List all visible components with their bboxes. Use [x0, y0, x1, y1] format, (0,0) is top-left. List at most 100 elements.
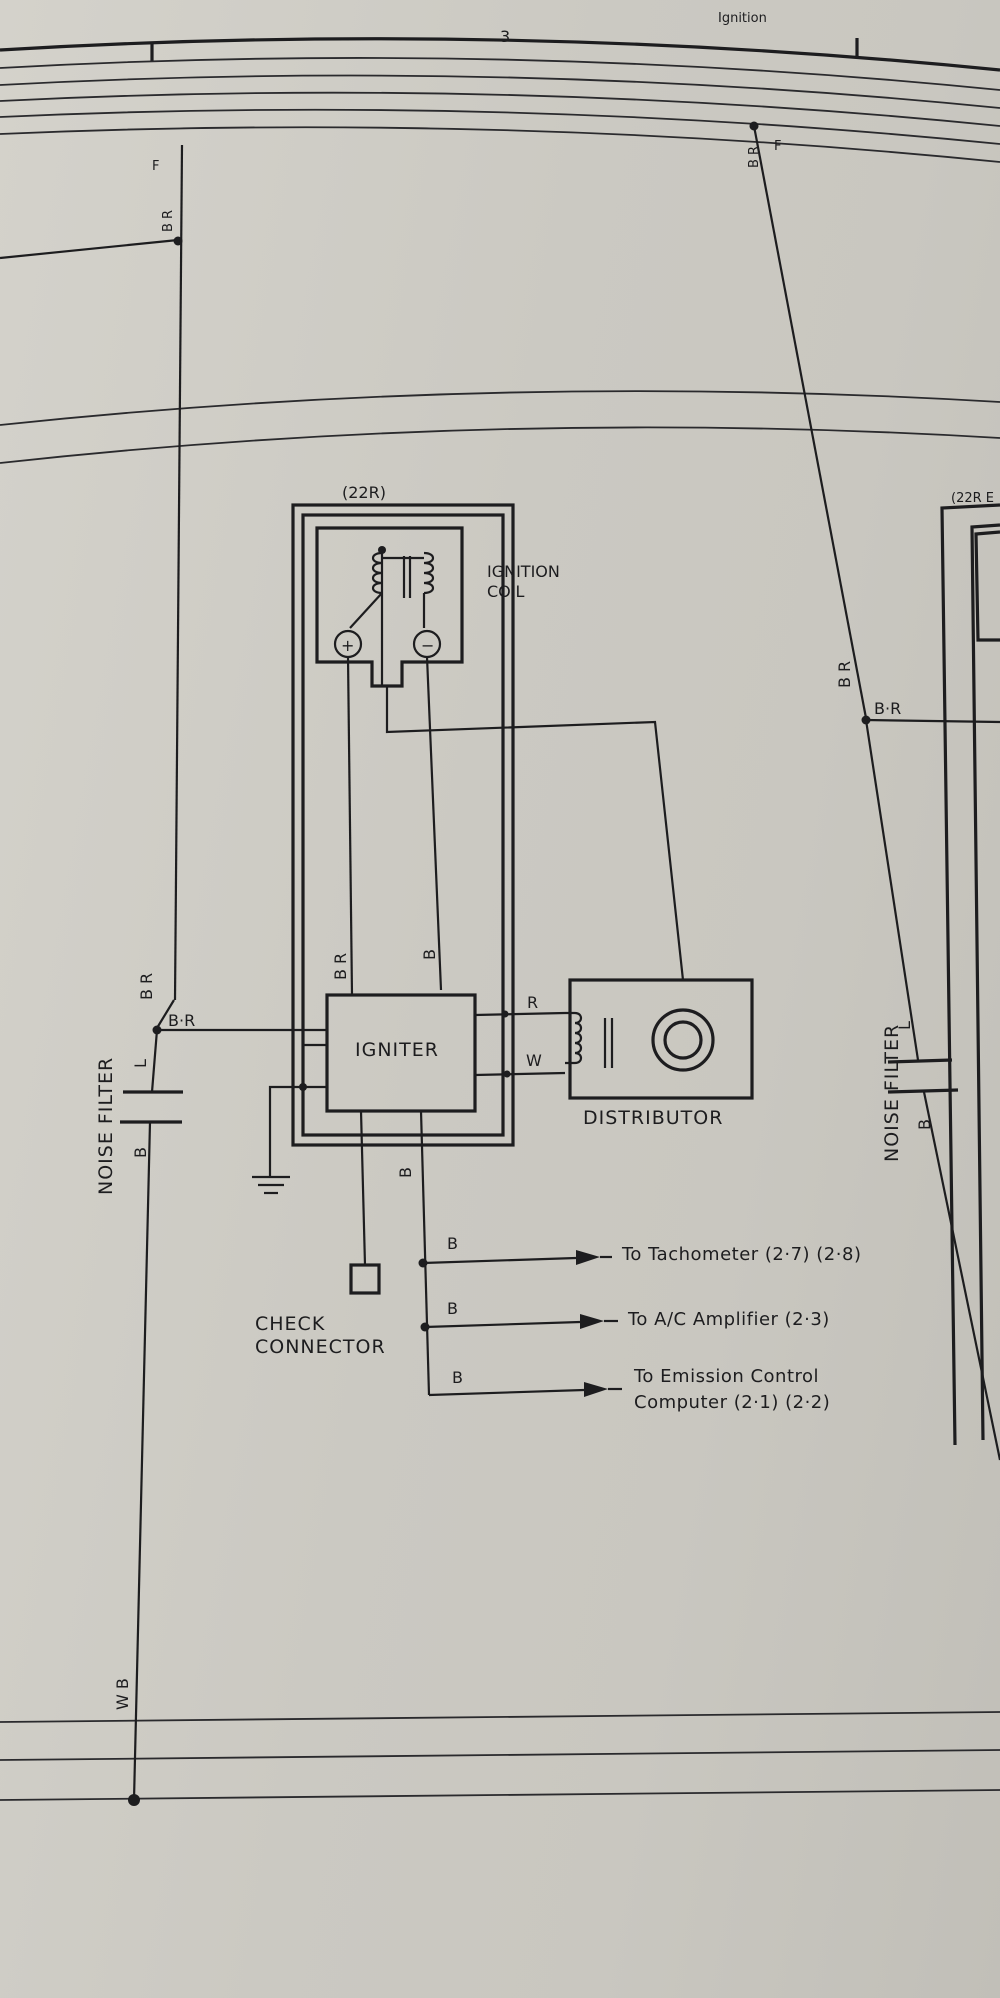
- wire-label-b: B: [131, 1147, 150, 1158]
- wire-label-l: L: [131, 1059, 150, 1068]
- right-branch-wire: [865, 718, 1000, 724]
- right-frame-inner: [970, 523, 1000, 1441]
- distributor-housing: [568, 978, 754, 1100]
- divider-line-lower: [0, 426, 1000, 464]
- ground-junction-dot: [128, 1794, 140, 1806]
- tachometer-wire: [422, 1256, 577, 1265]
- bus-line-1: [0, 57, 1000, 91]
- wire-label-br: B R: [331, 953, 350, 980]
- wire-label-b: B: [396, 1167, 415, 1178]
- check-connector-wire: [359, 1110, 367, 1266]
- check-connector-terminal[interactable]: [349, 1263, 381, 1295]
- bus-line-2: [0, 74, 1000, 109]
- component-frame-outer: [291, 503, 515, 1147]
- primary-winding: [371, 551, 383, 595]
- arrow-right-icon: [580, 1314, 604, 1329]
- noise-filter-label-right: NOISE FILTER: [881, 1024, 903, 1162]
- tachometer-destination-label: To Tachometer (2·7) (2·8): [621, 1244, 861, 1265]
- ac-amplifier-destination-label: To A/C Amplifier (2·3): [627, 1309, 830, 1330]
- emission-computer-wire: [428, 1388, 585, 1397]
- ground-mark-right: F: [774, 139, 781, 154]
- ignition-coil-housing: [315, 526, 464, 688]
- left-branch-wire: [0, 238, 179, 260]
- wire-label-br: B R: [161, 210, 176, 232]
- emission-computer-output: B To Emission Control Computer (2·1) (2·…: [428, 1366, 830, 1413]
- bus-line-5: [0, 126, 1000, 163]
- wire-label-r: R: [527, 993, 538, 1012]
- right-supply-wire: [752, 125, 868, 719]
- distributor-label: DISTRIBUTOR: [583, 1107, 723, 1129]
- check-connector-label: CHECK: [255, 1313, 325, 1335]
- wire-label-b: B: [447, 1234, 458, 1253]
- wire-label-br-dot: B·R: [168, 1011, 195, 1030]
- rotor-inner-ring: [663, 1020, 703, 1060]
- igniter: [325, 993, 477, 1113]
- component-frame-inner: [301, 513, 505, 1137]
- junction-dot: [501, 1010, 509, 1018]
- igniter-label: IGNITER: [355, 1039, 439, 1061]
- check-connector-label: CONNECTOR: [255, 1336, 386, 1358]
- emission-computer-destination-label: To Emission Control: [633, 1366, 819, 1387]
- wire-label-b: B: [452, 1368, 463, 1387]
- rotor-outer-ring: [651, 1008, 715, 1072]
- bottom-bus-line-2: [0, 1749, 1000, 1761]
- coil-plus-lead: [349, 592, 383, 629]
- noise-filter-label-left: NOISE FILTER: [95, 1057, 117, 1195]
- pickup-coil: [565, 1011, 583, 1065]
- ac-amplifier-wire: [424, 1320, 581, 1329]
- header-border-line: [0, 37, 1000, 72]
- igniter-output-wire: [419, 1110, 431, 1396]
- ground-mark-left: F: [152, 159, 159, 174]
- wire-label-w: W: [526, 1051, 542, 1070]
- right-noise-filter-wire-bottom: [922, 1091, 1000, 1461]
- secondary-winding: [423, 551, 435, 595]
- model-tag-left: (22R): [342, 483, 386, 502]
- ac-amplifier-output: B To A/C Amplifier (2·3): [420, 1299, 830, 1332]
- distributor: [565, 978, 754, 1100]
- wire-label-br-dot: B·R: [874, 699, 901, 718]
- emission-computer-destination-label: Computer (2·1) (2·2): [634, 1392, 830, 1413]
- divider-line-upper: [0, 390, 1000, 426]
- section-title: Ignition: [718, 11, 767, 26]
- left-supply-wire: [173, 144, 184, 1001]
- coil-plus-sign: +: [341, 636, 354, 655]
- right-coil-housing: [974, 530, 1000, 642]
- junction-dot: [503, 1070, 511, 1078]
- arrow-right-icon: [584, 1382, 608, 1397]
- noise-filter-plate-bottom: [887, 1088, 959, 1094]
- igniter-to-distributor-r-wire: [474, 1011, 566, 1017]
- coil-minus-sign: −: [421, 636, 434, 655]
- igniter-to-distributor-w-wire: [474, 1071, 566, 1077]
- wire-label-wb: W B: [113, 1678, 132, 1710]
- wire-label-br: B R: [137, 973, 156, 1000]
- ground-icon: [252, 1175, 290, 1195]
- junction-dot: [173, 236, 183, 246]
- noise-filter-wire-top: [150, 1029, 159, 1093]
- igniter-ground-wire: [268, 1085, 327, 1177]
- wire-label-br: B R: [835, 661, 854, 688]
- bottom-bus-line-3: [0, 1789, 1000, 1801]
- wire-label-b: B: [447, 1299, 458, 1318]
- coil-plus-to-igniter-wire: [346, 656, 354, 996]
- high-tension-lead: [385, 686, 685, 981]
- column-number: 3: [500, 27, 510, 46]
- right-frame-outer: [940, 503, 1000, 1446]
- model-tag-right: (22R E: [951, 491, 994, 506]
- bus-line-3: [0, 91, 1000, 127]
- noise-filter-wire-bottom: [132, 1121, 152, 1801]
- noise-filter-plate-top: [887, 1058, 953, 1064]
- bottom-bus-line-1: [0, 1711, 1000, 1723]
- arrow-right-icon: [576, 1250, 600, 1265]
- tachometer-output: B To Tachometer (2·7) (2·8): [418, 1234, 861, 1268]
- ignition-coil-label: COIL: [487, 582, 524, 601]
- ignition-coil: + −: [315, 526, 464, 688]
- right-noise-filter-wire-top: [864, 719, 920, 1061]
- bus-line-4: [0, 108, 1000, 145]
- wire-label-l: L: [895, 1021, 914, 1030]
- wire-label-b: B: [420, 949, 439, 960]
- wire-label-b: B: [915, 1119, 934, 1130]
- ignition-coil-label: IGNITION: [487, 562, 560, 581]
- coil-minus-to-igniter-wire: [425, 656, 443, 991]
